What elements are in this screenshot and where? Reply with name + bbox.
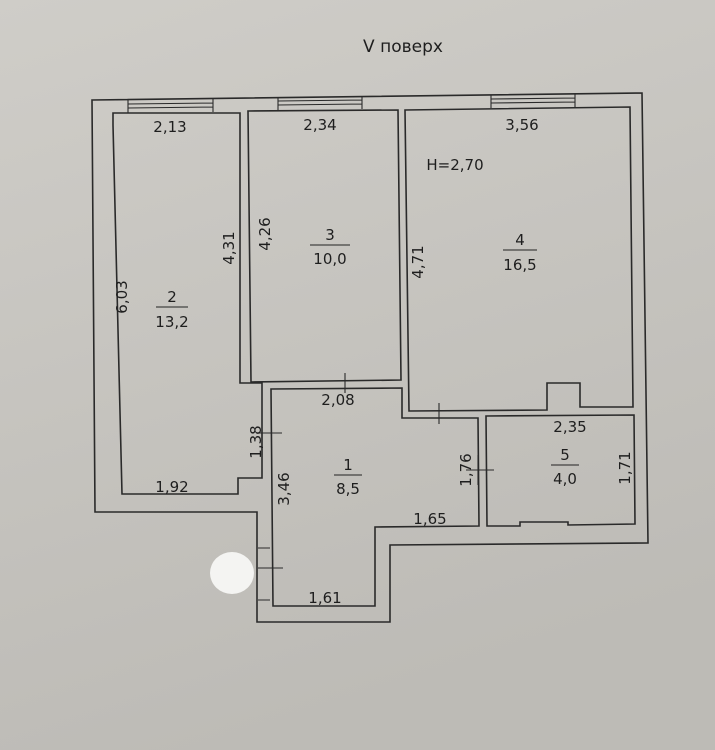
room-label-3: 3 10,0 <box>310 226 350 268</box>
room-number: 3 <box>325 226 335 244</box>
room-label-4: 4 16,5 <box>503 231 537 274</box>
window-room4 <box>490 94 576 108</box>
room-label-2: 2 13,2 <box>155 288 188 331</box>
door-marks <box>257 373 494 601</box>
dim-room5-right: 1,71 <box>616 451 634 484</box>
room-3-outline <box>247 109 402 383</box>
window-room2 <box>127 98 214 113</box>
dim-room2-left: 6,03 <box>113 280 131 313</box>
redaction-mark <box>210 552 254 594</box>
dim-room5-top: 2,35 <box>553 418 586 436</box>
room-area: 8,5 <box>336 480 360 498</box>
room-number: 4 <box>515 231 525 249</box>
room-label-5: 5 4,0 <box>551 446 579 488</box>
room-area: 10,0 <box>313 250 346 268</box>
window-room3 <box>277 96 363 110</box>
dim-room1-bottom: 1,61 <box>308 589 341 607</box>
dim-room1-left: 3,46 <box>275 472 293 505</box>
dim-room2-top: 2,13 <box>153 118 186 136</box>
ceiling-height: H=2,70 <box>426 156 483 174</box>
dim-room4-top: 3,56 <box>505 116 538 134</box>
room-area: 4,0 <box>553 470 577 488</box>
dim-room2-bottom: 1,92 <box>155 478 188 496</box>
windows <box>127 94 576 113</box>
room-area: 13,2 <box>155 313 188 331</box>
floor-title: V поверх <box>363 37 443 57</box>
room-number: 2 <box>167 288 177 306</box>
room-number: 1 <box>343 456 353 474</box>
dim-room3-left: 4,26 <box>256 217 274 250</box>
dim-room1-mid: 1,65 <box>413 510 446 528</box>
outer-wall <box>91 92 649 623</box>
dim-room2-right: 4,31 <box>220 231 238 264</box>
room-1-outline <box>270 387 480 607</box>
room-label-1: 1 8,5 <box>334 456 362 498</box>
room-number: 5 <box>560 446 570 464</box>
room-area: 16,5 <box>503 256 536 274</box>
dim-room1-top: 2,08 <box>321 391 354 409</box>
dim-room4-left: 4,71 <box>409 245 427 278</box>
dim-step: 1,38 <box>247 425 265 458</box>
dim-room3-top: 2,34 <box>303 116 336 134</box>
room-5-outline <box>485 414 636 527</box>
room-4-outline <box>404 106 634 412</box>
dim-room1-right: 1,76 <box>457 453 475 486</box>
